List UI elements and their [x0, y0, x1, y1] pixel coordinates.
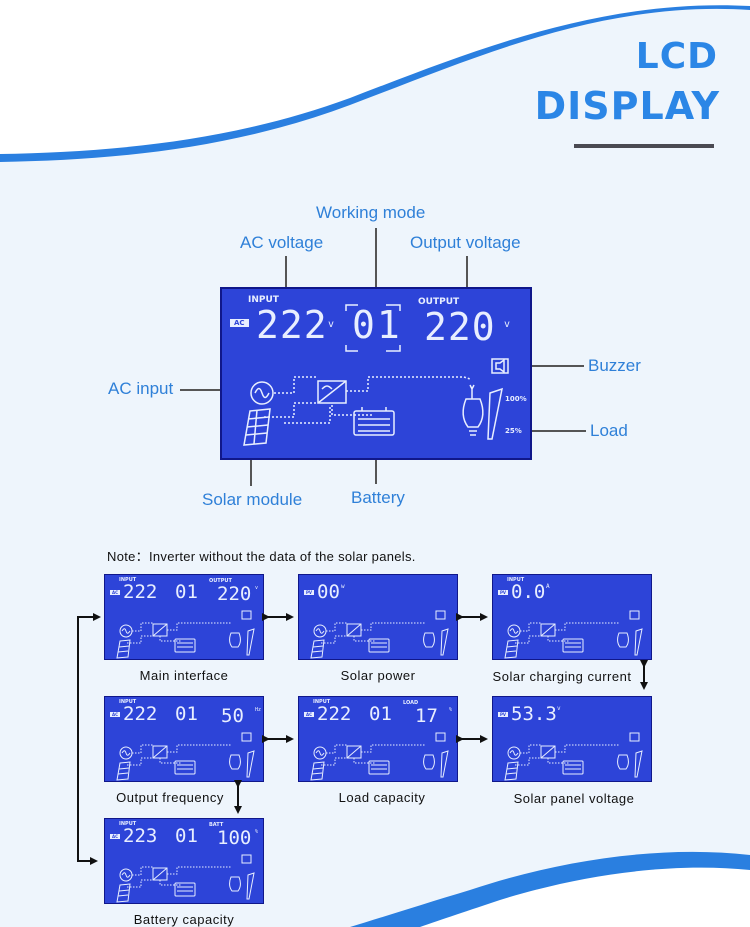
- screen-tag: PV: [498, 712, 509, 717]
- main-lcd-display: INPUT OUTPUT AC 222 v 01 220 v 100% 25%: [220, 287, 532, 460]
- screen-left-value: 222: [123, 703, 158, 725]
- lcd-load-full: 100%: [505, 395, 527, 403]
- screen-top-right-label: BATT: [209, 822, 224, 828]
- screen-mode-value: 01: [175, 703, 198, 725]
- note-text: Note：Inverter without the data of the so…: [107, 549, 416, 564]
- screen-schematic: [310, 732, 449, 781]
- screen-mode-value: 01: [175, 825, 198, 847]
- screen-left-unit: A: [546, 583, 550, 590]
- screen-tag: AC: [110, 834, 121, 839]
- title-display: DISPLAY: [534, 84, 720, 128]
- callout-working-mode: Working mode: [316, 203, 426, 222]
- screen-right-value: 100: [217, 827, 252, 849]
- screen-schematic: [116, 854, 255, 903]
- callout-ac-voltage: AC voltage: [240, 233, 324, 252]
- screen-left-value: 222: [123, 581, 158, 603]
- screen-mode-value: 01: [175, 581, 198, 603]
- screen-schematic: [310, 610, 449, 659]
- lcd-input-value: 222: [256, 303, 328, 347]
- screen-caption: Solar charging current: [492, 669, 632, 684]
- title-underline: [574, 144, 714, 148]
- callout-ac-input: AC input: [108, 379, 174, 398]
- callout-load: Load: [590, 421, 628, 440]
- screen-top-left-label: INPUT: [507, 577, 525, 583]
- screen-left-value: 00: [317, 581, 340, 603]
- screen-top-right-label: LOAD: [403, 700, 419, 706]
- lcd-input-label: INPUT: [248, 295, 279, 305]
- screen-top-left-label: INPUT: [119, 821, 137, 827]
- screen-tag: AC: [110, 712, 121, 717]
- lcd-output-value: 220: [424, 305, 496, 349]
- screen-top-left-label: INPUT: [119, 577, 137, 583]
- callout-solar-module: Solar module: [202, 490, 303, 509]
- lcd-input-unit: v: [328, 319, 335, 330]
- screen-caption: Output frequency: [116, 790, 224, 805]
- screen-left-value: 53.3: [511, 703, 557, 725]
- screen-schematic: [504, 732, 643, 781]
- screen-right-value: 17: [415, 705, 438, 727]
- screen-right-unit: %: [449, 707, 453, 713]
- screen-tag: PV: [304, 590, 315, 595]
- screen-tag: AC: [304, 712, 315, 717]
- screen-right-value: 220: [217, 583, 252, 605]
- screen-left-value: 0.0: [511, 581, 546, 603]
- lcd-mode-value: 01: [352, 303, 402, 347]
- screen-right-value: 50: [221, 705, 244, 727]
- screen-right-unit: %: [255, 829, 259, 835]
- screen-top-right-label: OUTPUT: [209, 578, 232, 584]
- lcd-output-label: OUTPUT: [418, 297, 460, 307]
- screen-caption: Load capacity: [338, 790, 426, 805]
- screen-left-unit: v: [557, 705, 561, 712]
- screen-mode-value: 01: [369, 703, 392, 725]
- lcd-schematic: [243, 304, 509, 446]
- screen-top-left-label: INPUT: [119, 699, 137, 705]
- screen-right-unit: Hz: [255, 707, 262, 713]
- screen-caption: Solar power: [340, 668, 416, 683]
- screen-schematic: [116, 732, 255, 781]
- callout-buzzer: Buzzer: [588, 356, 641, 375]
- screen-caption: Main interface: [139, 668, 229, 683]
- lcd-load-low: 25%: [505, 427, 522, 435]
- screen-tag: AC: [110, 590, 121, 595]
- screen-schematic: [504, 610, 643, 659]
- callout-output-voltage: Output voltage: [410, 233, 521, 252]
- screen-right-unit: v: [255, 585, 259, 591]
- screen-schematic: [116, 610, 255, 659]
- screen-caption: Battery capacity: [133, 912, 235, 927]
- screen-caption: Solar panel voltage: [513, 791, 635, 806]
- screen-left-value: 223: [123, 825, 158, 847]
- lcd-ac-tag: AC: [230, 319, 249, 327]
- lcd-output-unit: v: [504, 319, 511, 330]
- callout-battery: Battery: [351, 488, 405, 507]
- title-lcd: LCD: [635, 36, 718, 77]
- screen-left-unit: w: [341, 583, 345, 590]
- screen-top-left-label: INPUT: [313, 699, 331, 705]
- screen-tag: PV: [498, 590, 509, 595]
- screen-left-value: 222: [317, 703, 352, 725]
